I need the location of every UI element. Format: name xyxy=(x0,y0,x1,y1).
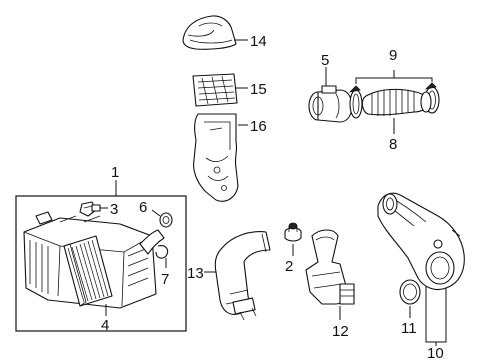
part-11-o-ring xyxy=(399,279,421,305)
part-15-intake-screen xyxy=(192,73,238,107)
part-14-duct-cover xyxy=(182,15,237,50)
leader-6 xyxy=(151,209,161,217)
callout-10: 10 xyxy=(427,345,444,360)
callout-14: 14 xyxy=(250,33,267,50)
callout-6: 6 xyxy=(139,199,147,216)
part-12-resonator xyxy=(305,229,355,305)
assembly-1-frame xyxy=(15,195,187,332)
part-2-plug xyxy=(284,222,302,242)
callout-4: 4 xyxy=(101,317,109,334)
part-5-airflow-sensor xyxy=(308,85,353,123)
part-3-connector xyxy=(79,201,101,217)
callout-16: 16 xyxy=(250,118,267,135)
bracket-9 xyxy=(355,77,433,84)
bracket-10 xyxy=(425,286,447,343)
callout-5: 5 xyxy=(321,52,329,69)
callout-15: 15 xyxy=(250,81,267,98)
callout-13: 13 xyxy=(187,265,204,282)
callout-2: 2 xyxy=(285,258,293,275)
part-6-grommet xyxy=(159,212,173,228)
part-13-intake-tube xyxy=(214,231,271,321)
callout-8: 8 xyxy=(389,136,397,153)
part-4-filter-element xyxy=(63,235,113,307)
part-10-intake-elbow xyxy=(377,192,465,291)
callout-3: 3 xyxy=(110,201,118,218)
part-8-intake-hose xyxy=(361,88,432,116)
callout-11: 11 xyxy=(401,320,417,337)
part-7-clip xyxy=(155,245,169,259)
callout-7: 7 xyxy=(161,271,169,288)
callout-12: 12 xyxy=(332,323,349,340)
callout-1: 1 xyxy=(111,164,119,181)
part-16-duct-body xyxy=(193,113,239,202)
callout-9: 9 xyxy=(389,47,397,64)
